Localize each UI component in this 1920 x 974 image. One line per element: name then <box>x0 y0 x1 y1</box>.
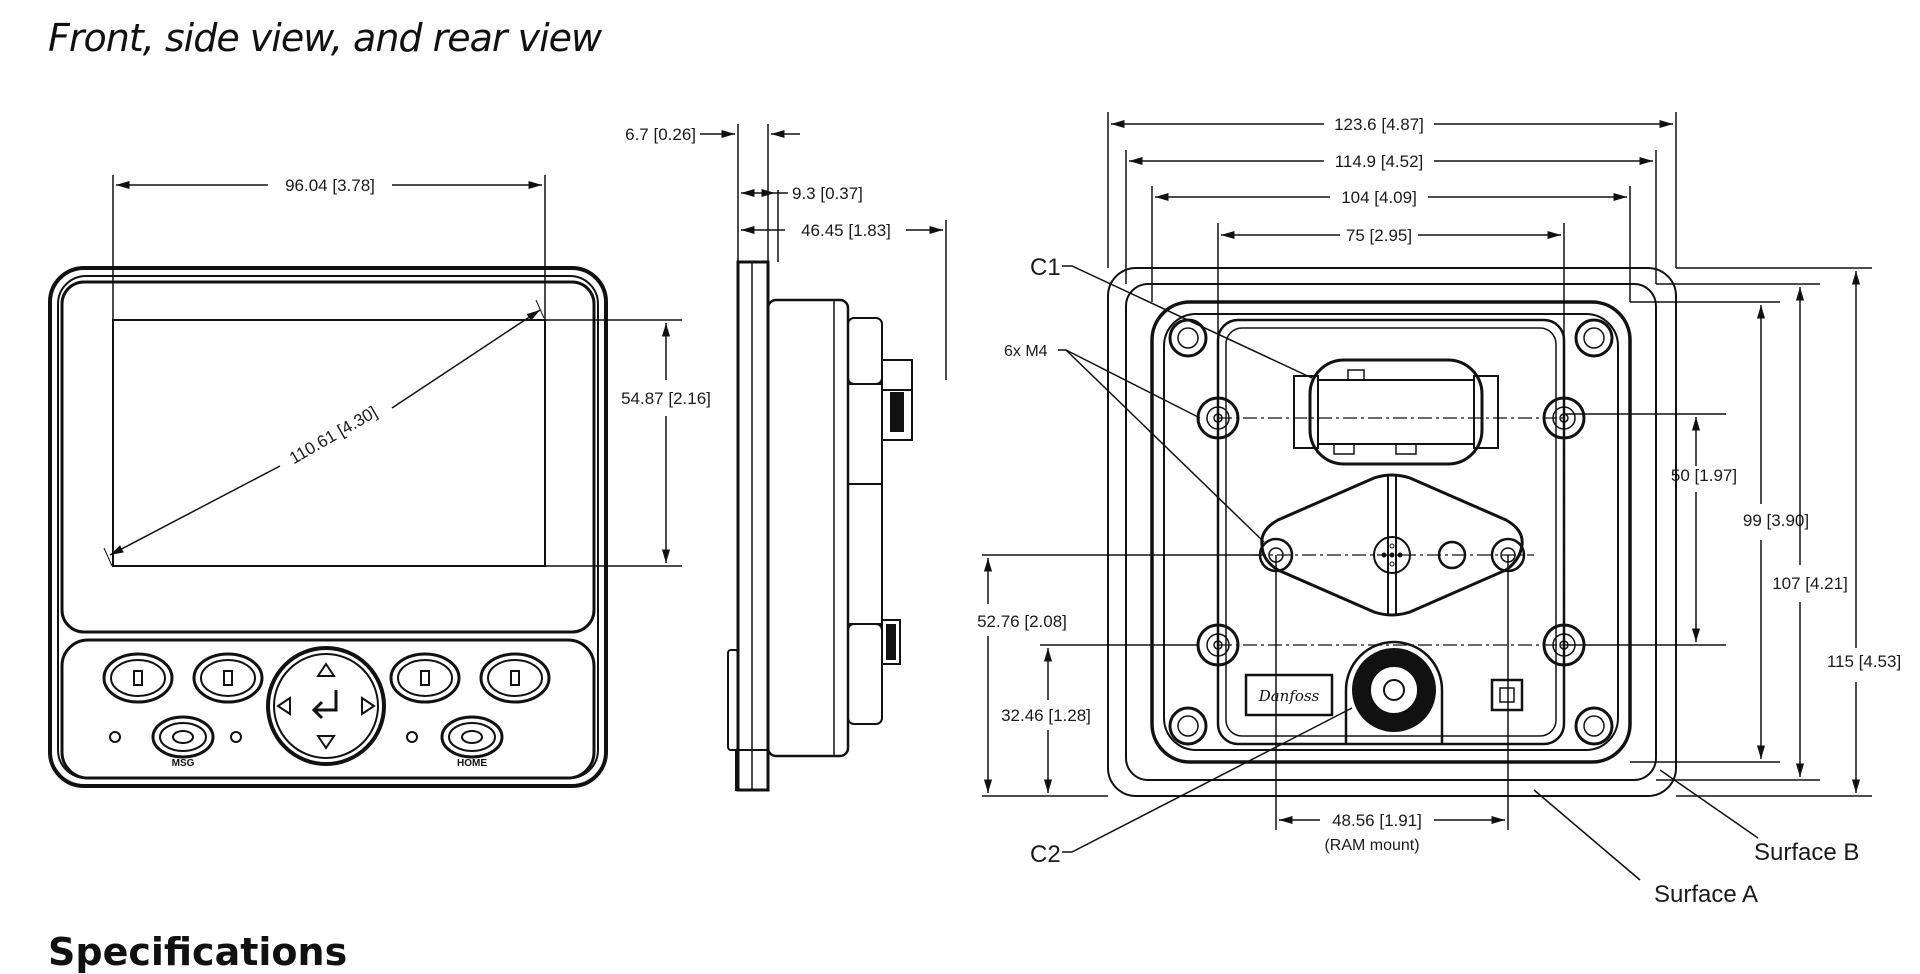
screws-callout: 6x M4 <box>1004 343 1048 360</box>
led-indicator <box>109 731 121 743</box>
down-arrow-icon[interactable] <box>316 735 336 750</box>
home-button-label: HOME <box>457 758 487 769</box>
corner-screw <box>1574 706 1614 746</box>
rear-view: Danfoss 123.6 [4.87] 114.9 [4.52] 104 [4… <box>977 112 1901 908</box>
corner-screw <box>1168 706 1208 746</box>
c2-height-dimension: 32.46 [1.28] <box>1001 706 1091 725</box>
softkey-3[interactable] <box>389 652 461 704</box>
up-arrow-icon[interactable] <box>316 662 336 677</box>
ram-mount-width-dimension: 48.56 [1.91] <box>1332 811 1422 830</box>
next-section-heading: Specifications <box>48 930 348 974</box>
front-body-outline <box>48 266 608 788</box>
softkey-4[interactable] <box>479 652 551 704</box>
front-view: MSG HOME 96.04 [3.78] 110.61 [4.30] 54.8… <box>48 175 711 788</box>
label-plate-icon <box>1490 678 1524 712</box>
surface-b-outline <box>1125 283 1657 781</box>
c1-connector <box>1293 358 1499 466</box>
msg-button-label: MSG <box>172 758 195 769</box>
corner-screw <box>1574 318 1614 358</box>
ram-mount-plate <box>1258 473 1526 617</box>
diagonal-dimension: 110.61 [4.30] <box>286 403 380 468</box>
right-arrow-icon[interactable] <box>361 696 376 716</box>
c2-callout: C2 <box>1030 841 1061 868</box>
enter-icon[interactable] <box>311 690 338 720</box>
front-width-dimension: 96.04 [3.78] <box>285 176 375 195</box>
surface-b-callout: Surface B <box>1754 839 1859 866</box>
front-height-dimension: 54.87 [2.16] <box>621 389 711 408</box>
keypad-panel <box>60 638 596 780</box>
screen-bezel <box>60 280 596 634</box>
softkey-1[interactable] <box>102 652 174 704</box>
danfoss-logo: Danfoss <box>1244 673 1334 717</box>
navigation-pad[interactable] <box>266 646 386 766</box>
surface-a-callout: Surface A <box>1654 881 1758 908</box>
softkey-2[interactable] <box>192 652 264 704</box>
ram-mount-height-dimension: 52.76 [2.08] <box>977 612 1067 631</box>
c1-callout: C1 <box>1030 254 1061 281</box>
led-indicator <box>230 731 242 743</box>
led-indicator <box>406 731 418 743</box>
bezel-total-dimension: 9.3 [0.37] <box>792 184 863 203</box>
side-housing <box>766 298 850 758</box>
surface-b-height-dimension: 107 [4.21] <box>1772 574 1848 593</box>
depth-dimension: 46.45 [1.83] <box>801 221 891 240</box>
bezel-thickness-dimension: 6.7 [0.26] <box>625 125 696 144</box>
housing-height-dimension: 99 [3.90] <box>1743 511 1809 530</box>
c2-connector <box>1344 640 1444 744</box>
side-view: 6.7 [0.26] 9.3 [0.37] 46.45 [1.83] <box>625 124 947 792</box>
overall-width-dimension: 123.6 [4.87] <box>1334 115 1424 134</box>
svg-text:Danfoss: Danfoss <box>1258 687 1320 705</box>
dimension-drawing: MSG HOME 96.04 [3.78] 110.61 [4.30] 54.8… <box>48 112 1901 908</box>
housing-width-dimension: 104 [4.09] <box>1341 188 1417 207</box>
rear-housing <box>1150 300 1632 764</box>
overall-height-dimension: 115 [4.53] <box>1827 652 1901 671</box>
section-title: Front, side view, and rear view <box>48 16 602 60</box>
left-arrow-icon[interactable] <box>276 696 291 716</box>
home-button[interactable] <box>440 715 504 759</box>
ram-mount-caption: (RAM mount) <box>1324 837 1419 854</box>
msg-button[interactable] <box>151 715 215 759</box>
hole-spacing-height-dimension: 50 [1.97] <box>1671 466 1737 485</box>
surface-b-width-dimension: 114.9 [4.52] <box>1335 152 1424 171</box>
hole-spacing-width-dimension: 75 [2.95] <box>1346 226 1412 245</box>
side-bezel <box>736 260 770 792</box>
surface-a-outline <box>1107 267 1677 797</box>
